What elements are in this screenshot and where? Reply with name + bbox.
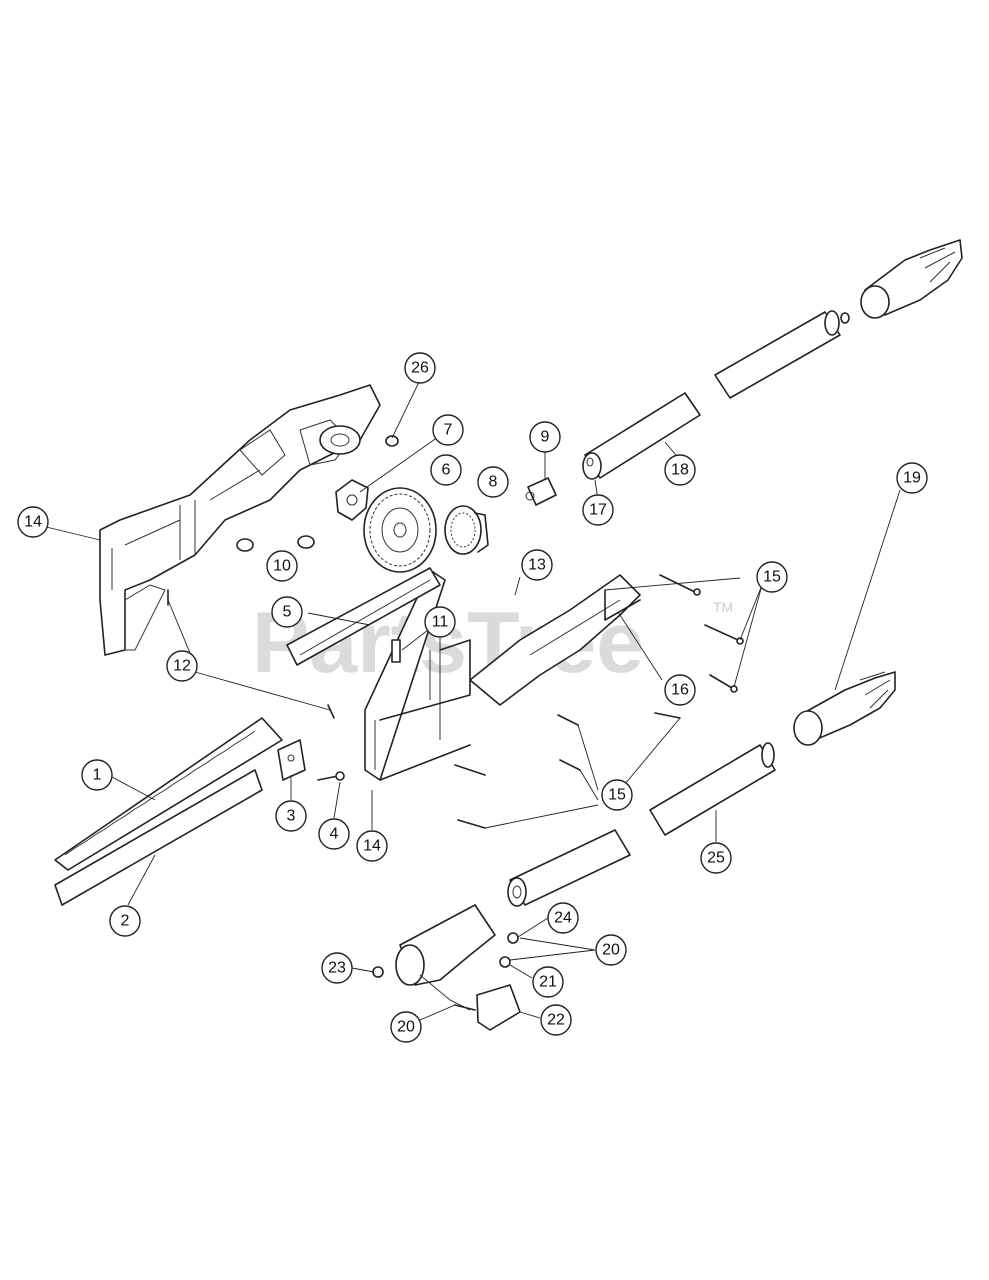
svg-text:23: 23 — [328, 960, 346, 977]
svg-text:21: 21 — [539, 974, 557, 991]
svg-text:9: 9 — [541, 429, 550, 446]
upper-extension-tube — [714, 310, 850, 399]
callouts: 26 7 9 6 8 18 17 14 10 19 13 15 5 11 12 … — [17, 352, 928, 1043]
screw-4 — [317, 771, 345, 781]
svg-text:24: 24 — [554, 910, 572, 927]
callout-17: 17 — [582, 494, 614, 526]
svg-text:7: 7 — [444, 422, 453, 439]
svg-text:20: 20 — [397, 1019, 415, 1036]
svg-text:15: 15 — [608, 787, 626, 804]
svg-text:14: 14 — [24, 514, 42, 531]
svg-text:4: 4 — [330, 826, 339, 843]
upper-grip — [860, 239, 963, 319]
side-bracket-16 — [469, 574, 641, 706]
svg-text:8: 8 — [489, 474, 498, 491]
clamp-3 — [277, 739, 306, 781]
svg-text:11: 11 — [432, 614, 449, 631]
svg-text:20: 20 — [602, 942, 620, 959]
tube-18 — [582, 392, 701, 480]
handle-housing — [99, 384, 381, 656]
svg-text:17: 17 — [589, 502, 607, 519]
callout-14-upper: 14 — [17, 506, 49, 538]
callout-12: 12 — [166, 650, 198, 682]
svg-text:18: 18 — [671, 462, 689, 479]
screws-10 — [236, 535, 315, 552]
blade-cover-2 — [54, 769, 263, 906]
grip-19 — [793, 671, 896, 746]
callout-25: 25 — [700, 842, 732, 874]
svg-text:14: 14 — [363, 838, 381, 855]
gear-6 — [363, 487, 437, 573]
callout-26: 26 — [404, 352, 436, 384]
callout-22: 22 — [540, 1004, 572, 1036]
svg-text:25: 25 — [707, 850, 725, 867]
svg-text:13: 13 — [528, 557, 546, 574]
svg-text:3: 3 — [287, 808, 296, 825]
svg-text:6: 6 — [442, 462, 451, 479]
callout-14-lower: 14 — [356, 830, 388, 862]
svg-text:1: 1 — [93, 767, 102, 784]
svg-text:2: 2 — [121, 913, 130, 930]
svg-text:5: 5 — [283, 604, 292, 621]
callout-1: 1 — [81, 759, 113, 791]
callout-19: 19 — [896, 462, 928, 494]
svg-text:19: 19 — [903, 470, 921, 487]
svg-text:10: 10 — [273, 558, 291, 575]
callout-21: 21 — [532, 966, 564, 998]
callout-10: 10 — [266, 550, 298, 582]
callout-15-upper: 15 — [756, 561, 788, 593]
svg-text:26: 26 — [411, 360, 429, 377]
callout-3: 3 — [275, 800, 307, 832]
callout-13: 13 — [521, 549, 553, 581]
lower-coupler-housing — [395, 904, 496, 1011]
callout-20-right: 20 — [595, 934, 627, 966]
pin-11 — [391, 639, 401, 663]
callout-7: 7 — [432, 414, 464, 446]
callout-4: 4 — [318, 818, 350, 850]
saw-blade-1 — [54, 717, 283, 871]
callout-24: 24 — [547, 902, 579, 934]
callout-6: 6 — [430, 454, 462, 486]
bar-5 — [286, 567, 441, 666]
callout-18: 18 — [664, 454, 696, 486]
callout-15-lower: 15 — [601, 779, 633, 811]
leader-lines — [37, 379, 901, 1021]
callout-5: 5 — [271, 596, 303, 628]
gear-8 — [444, 505, 489, 555]
lower-shaft-tube — [507, 829, 631, 907]
callout-2: 2 — [109, 905, 141, 937]
svg-text:22: 22 — [547, 1012, 565, 1029]
pin-12 — [167, 589, 335, 719]
screw-26 — [385, 435, 399, 447]
coupler-9 — [525, 477, 557, 506]
callout-8: 8 — [477, 466, 509, 498]
callout-20-lower: 20 — [390, 1011, 422, 1043]
cam-7 — [335, 479, 369, 521]
callout-11: 11 — [424, 606, 456, 638]
switch-block-22 — [476, 984, 521, 1031]
svg-text:12: 12 — [173, 658, 191, 675]
callout-23: 23 — [321, 952, 353, 984]
svg-text:15: 15 — [763, 569, 781, 586]
watermark-trademark: TM — [713, 599, 733, 615]
svg-text:16: 16 — [671, 682, 689, 699]
tube-25 — [649, 742, 776, 836]
callout-9: 9 — [529, 421, 561, 453]
callout-16: 16 — [664, 674, 696, 706]
